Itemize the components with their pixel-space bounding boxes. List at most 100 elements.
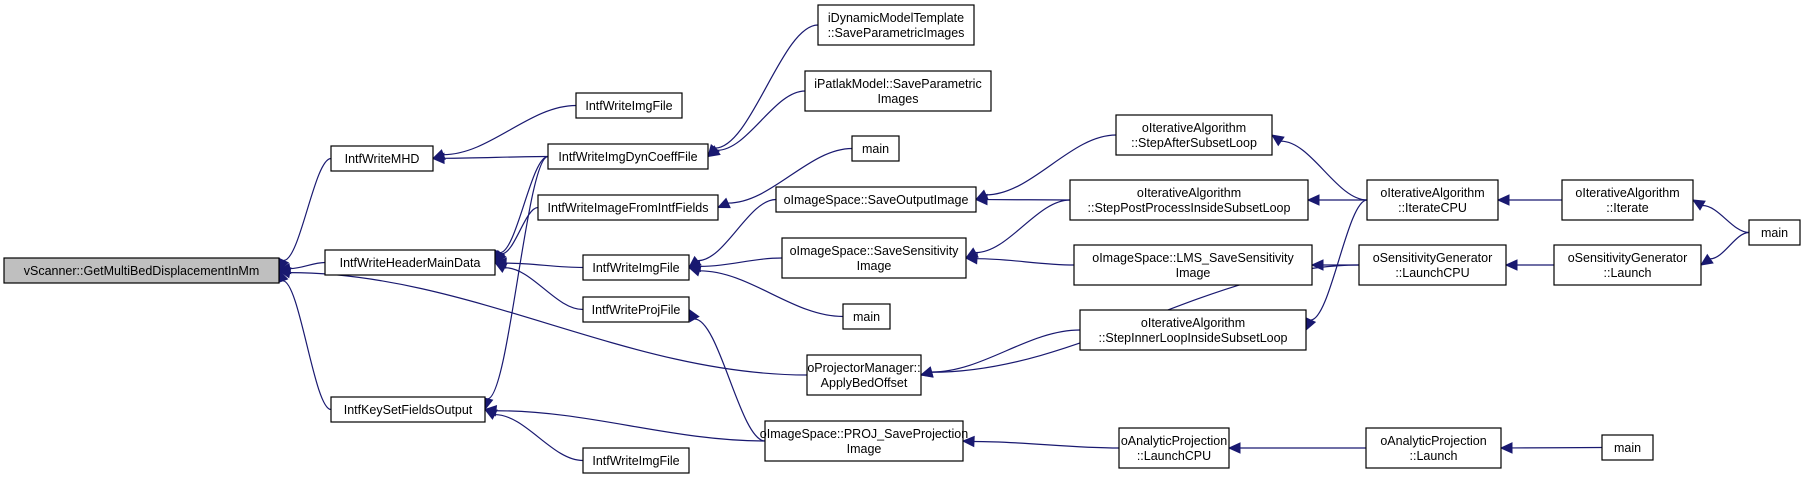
node-label: oImageSpace::LMS_SaveSensitivity bbox=[1092, 251, 1294, 265]
node-box bbox=[806, 354, 922, 396]
node-box bbox=[764, 420, 964, 462]
node-box bbox=[547, 143, 709, 170]
graph-node[interactable]: main bbox=[842, 303, 891, 330]
node-box bbox=[330, 145, 434, 172]
edge-line bbox=[289, 261, 326, 270]
graph-node[interactable]: oProjectorManager::ApplyBedOffset bbox=[806, 354, 922, 396]
call-edge bbox=[687, 265, 844, 318]
graph-node[interactable]: main bbox=[1748, 219, 1801, 246]
graph-node[interactable]: oAnalyticProjection::LaunchCPU bbox=[1118, 427, 1230, 469]
graph-node[interactable]: iPatlakModel::SaveParametricImages bbox=[804, 70, 992, 112]
graph-node[interactable]: oIterativeAlgorithm::StepInnerLoopInside… bbox=[1079, 309, 1307, 351]
call-edge bbox=[1306, 194, 1367, 206]
graph-node[interactable]: main bbox=[851, 135, 900, 162]
graph-node[interactable]: IntfWriteImgFile bbox=[582, 447, 690, 474]
call-edge bbox=[1496, 194, 1562, 206]
call-edge bbox=[1310, 259, 1360, 271]
node-box bbox=[781, 237, 967, 279]
node-label: Image bbox=[847, 442, 882, 456]
node-label: Images bbox=[878, 92, 919, 106]
edge-line bbox=[973, 440, 1120, 449]
arrowhead-icon bbox=[974, 193, 988, 206]
arrowhead-icon bbox=[1305, 317, 1317, 332]
graph-node[interactable]: oIterativeAlgorithm::Iterate bbox=[1561, 179, 1694, 221]
arrowhead-icon bbox=[1271, 134, 1285, 147]
edge-line bbox=[699, 270, 844, 318]
graph-node[interactable]: main bbox=[1601, 434, 1654, 461]
node-label: ::StepInnerLoopInsideSubsetLoop bbox=[1098, 331, 1287, 345]
node-label: ::LaunchCPU bbox=[1137, 449, 1211, 463]
graph-node[interactable]: IntfWriteImgFile bbox=[575, 92, 683, 119]
graph-node[interactable]: oIterativeAlgorithm::StepAfterSubsetLoop bbox=[1115, 114, 1273, 156]
graph-node[interactable]: IntfKeySetFieldsOutput bbox=[330, 396, 486, 423]
edge-line bbox=[1281, 140, 1368, 201]
node-label: oAnalyticProjection bbox=[1121, 434, 1227, 448]
arrowhead-icon bbox=[964, 252, 978, 265]
node-label: IntfWriteImgFile bbox=[585, 99, 672, 113]
edge-line bbox=[728, 147, 853, 204]
node-label: oIterativeAlgorithm bbox=[1142, 121, 1246, 135]
call-edge bbox=[974, 193, 1071, 206]
graph-node[interactable]: oIterativeAlgorithm::StepPostProcessInsi… bbox=[1069, 179, 1309, 221]
node-box bbox=[1748, 219, 1801, 246]
edge-line bbox=[283, 157, 332, 262]
node-box bbox=[582, 296, 690, 323]
node-label: IntfKeySetFieldsOutput bbox=[344, 403, 473, 417]
node-label: ::IterateCPU bbox=[1398, 201, 1467, 215]
edge-line bbox=[443, 104, 577, 156]
arrowhead-icon bbox=[1310, 259, 1324, 271]
graph-node[interactable]: IntfWriteImgDynCoeffFile bbox=[547, 143, 709, 170]
edge-line bbox=[504, 267, 584, 311]
edge-line bbox=[1702, 204, 1750, 234]
graph-node[interactable]: IntfWriteProjFile bbox=[582, 296, 690, 323]
node-label: ::LaunchCPU bbox=[1395, 266, 1469, 280]
node-box bbox=[817, 4, 975, 46]
node-box bbox=[537, 194, 719, 221]
node-box bbox=[1365, 427, 1502, 469]
call-edge bbox=[493, 261, 584, 311]
node-label: oIterativeAlgorithm bbox=[1137, 186, 1241, 200]
arrowhead-icon bbox=[1499, 442, 1513, 454]
node-box bbox=[575, 92, 683, 119]
call-edge bbox=[1271, 134, 1368, 201]
node-label: ::SaveParametricImages bbox=[828, 26, 965, 40]
graph-node[interactable]: IntfWriteMHD bbox=[330, 145, 434, 172]
graph-node[interactable]: oSensitivityGenerator::LaunchCPU bbox=[1358, 244, 1507, 286]
edge-line bbox=[289, 272, 808, 376]
arrowhead-icon bbox=[706, 145, 721, 158]
arrowhead-icon bbox=[1699, 253, 1714, 266]
graph-node[interactable]: IntfWriteHeaderMainData bbox=[324, 249, 496, 276]
node-box bbox=[1069, 179, 1309, 221]
edges-layer bbox=[277, 24, 1750, 462]
call-edge bbox=[919, 329, 1081, 378]
arrowhead-icon bbox=[919, 366, 934, 378]
node-label: Image bbox=[857, 259, 892, 273]
graph-node[interactable]: oAnalyticProjection::Launch bbox=[1365, 427, 1502, 469]
graph-node[interactable]: IntfWriteImageFromIntfFields bbox=[537, 194, 719, 221]
arrowhead-icon bbox=[1691, 199, 1706, 211]
graph-node[interactable]: oImageSpace::SaveOutputImage bbox=[775, 186, 977, 213]
node-box bbox=[1358, 244, 1507, 286]
graph-node[interactable]: IntfWriteImgFile bbox=[582, 254, 690, 281]
node-label: oIterativeAlgorithm bbox=[1141, 316, 1245, 330]
edge-line bbox=[697, 198, 777, 262]
node-label: IntfWriteImgFile bbox=[592, 261, 679, 275]
arrowhead-icon bbox=[483, 408, 498, 420]
node-box bbox=[1366, 179, 1499, 221]
graph-node[interactable]: oIterativeAlgorithm::IterateCPU bbox=[1366, 179, 1499, 221]
node-label: ApplyBedOffset bbox=[821, 376, 908, 390]
edge-line bbox=[1710, 231, 1750, 260]
root-node[interactable]: vScanner::GetMultiBedDisplacementInMm bbox=[3, 257, 280, 284]
node-label: ::StepAfterSubsetLoop bbox=[1131, 136, 1257, 150]
node-box bbox=[1561, 179, 1694, 221]
node-box bbox=[582, 254, 690, 281]
graph-node[interactable]: oSensitivityGenerator::Launch bbox=[1553, 244, 1702, 286]
call-edge bbox=[494, 206, 539, 264]
graph-node[interactable]: iDynamicModelTemplate::SaveParametricIma… bbox=[817, 4, 975, 46]
node-box bbox=[1553, 244, 1702, 286]
node-label: Image bbox=[1176, 266, 1211, 280]
node-label: iDynamicModelTemplate bbox=[828, 11, 964, 25]
